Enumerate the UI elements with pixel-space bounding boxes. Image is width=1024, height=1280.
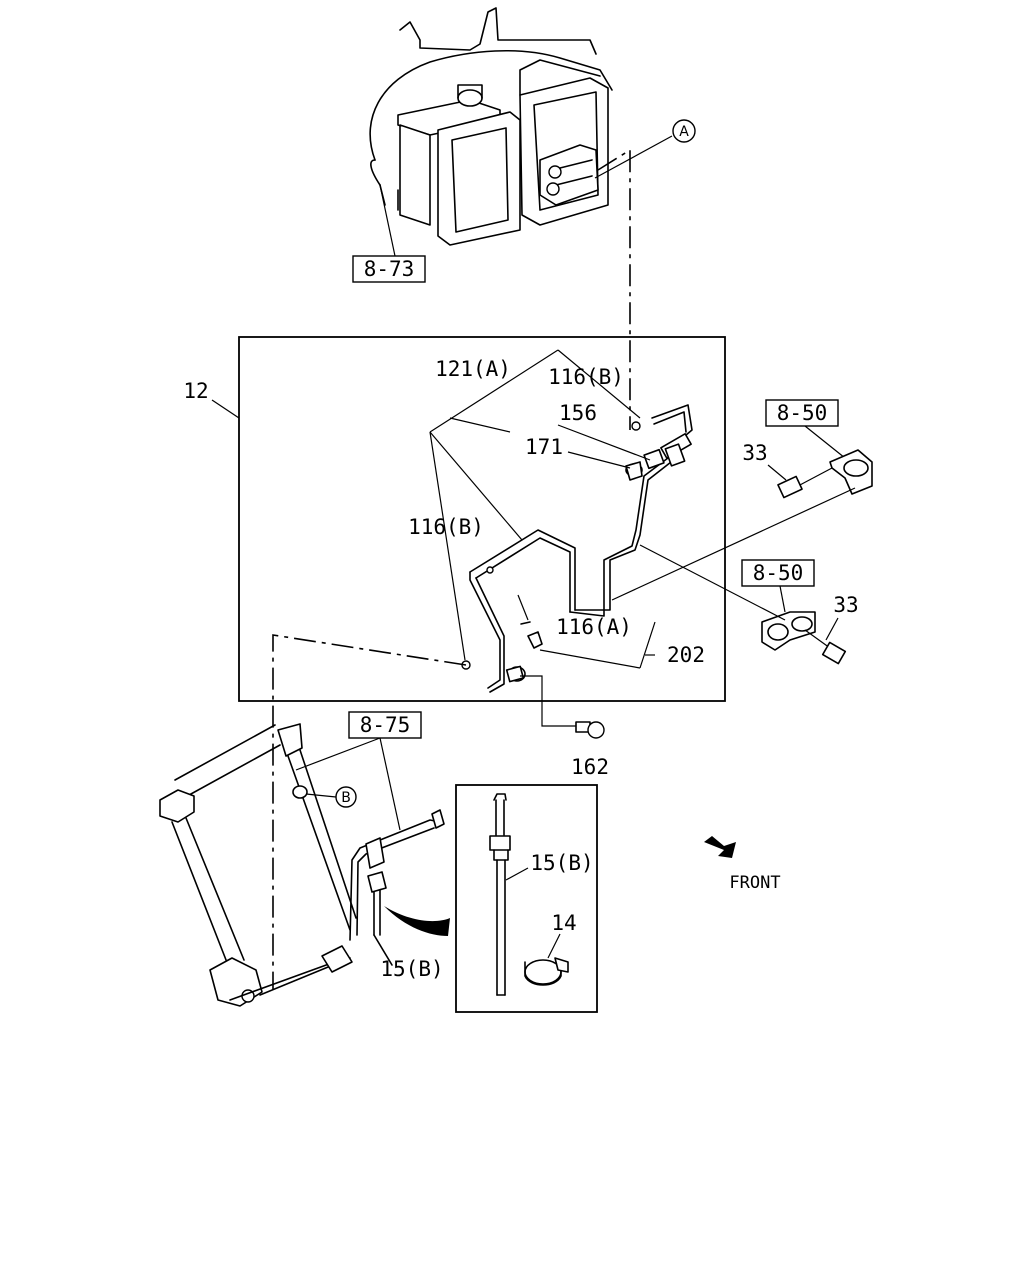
callout-a-text: A bbox=[679, 124, 689, 140]
label-156: 156 bbox=[559, 401, 597, 425]
label-33-top: 33 bbox=[742, 441, 767, 465]
ref-873-text: 8-73 bbox=[364, 257, 415, 281]
ref-850-mid[interactable]: 8-50 bbox=[741, 559, 815, 613]
ref-875-text: 8-75 bbox=[360, 713, 411, 737]
connector-line-b bbox=[272, 634, 467, 990]
bolt-33-top: 33 bbox=[742, 441, 833, 499]
clamp-bracket-top bbox=[829, 449, 873, 495]
label-15b-inset: 15(B) bbox=[530, 851, 593, 875]
label-12: 12 bbox=[183, 379, 240, 419]
label-116b-left: 116(B) bbox=[408, 515, 484, 539]
assembly-frame bbox=[238, 336, 726, 702]
label-15b-main: 15(B) bbox=[380, 957, 443, 981]
front-indicator: FRONT bbox=[704, 836, 781, 893]
detail-inset: 15(B) 14 bbox=[455, 784, 598, 1013]
evaporator-unit bbox=[369, 7, 613, 246]
label-121a: 121(A) bbox=[435, 357, 511, 381]
leader-lines bbox=[429, 349, 656, 669]
label-12-text: 12 bbox=[183, 379, 208, 403]
callout-a: A bbox=[594, 119, 696, 179]
label-116a: 116(A) bbox=[556, 615, 632, 639]
bolt-33-mid: 33 bbox=[804, 593, 859, 665]
bolt-162: 162 bbox=[520, 675, 609, 779]
ref-850-top[interactable]: 8-50 bbox=[765, 399, 846, 459]
label-14: 14 bbox=[551, 911, 576, 935]
label-33-mid: 33 bbox=[833, 593, 858, 617]
ref-875[interactable]: 8-75 bbox=[295, 711, 422, 831]
ref-850-mid-text: 8-50 bbox=[753, 561, 804, 585]
callout-b-text: B bbox=[341, 790, 351, 806]
ref-873[interactable]: 8-73 bbox=[352, 184, 426, 283]
clamp-bracket-mid bbox=[761, 611, 816, 651]
label-202: 202 bbox=[667, 643, 705, 667]
front-arrow-icon bbox=[704, 836, 736, 858]
leader-bracket-top bbox=[611, 487, 856, 601]
label-171: 171 bbox=[525, 435, 563, 459]
condenser: B bbox=[159, 723, 357, 1007]
leader-bracket-mid bbox=[639, 544, 786, 621]
connector-line-a bbox=[597, 148, 631, 430]
label-162: 162 bbox=[571, 755, 609, 779]
label-116b-top: 116(B) bbox=[548, 365, 624, 389]
front-label: FRONT bbox=[729, 873, 780, 893]
pipe-15b-main: 15(B) bbox=[349, 809, 445, 981]
ref-850-top-text: 8-50 bbox=[777, 401, 828, 425]
pipe-assembly bbox=[461, 404, 693, 693]
detail-arrow bbox=[384, 906, 450, 936]
